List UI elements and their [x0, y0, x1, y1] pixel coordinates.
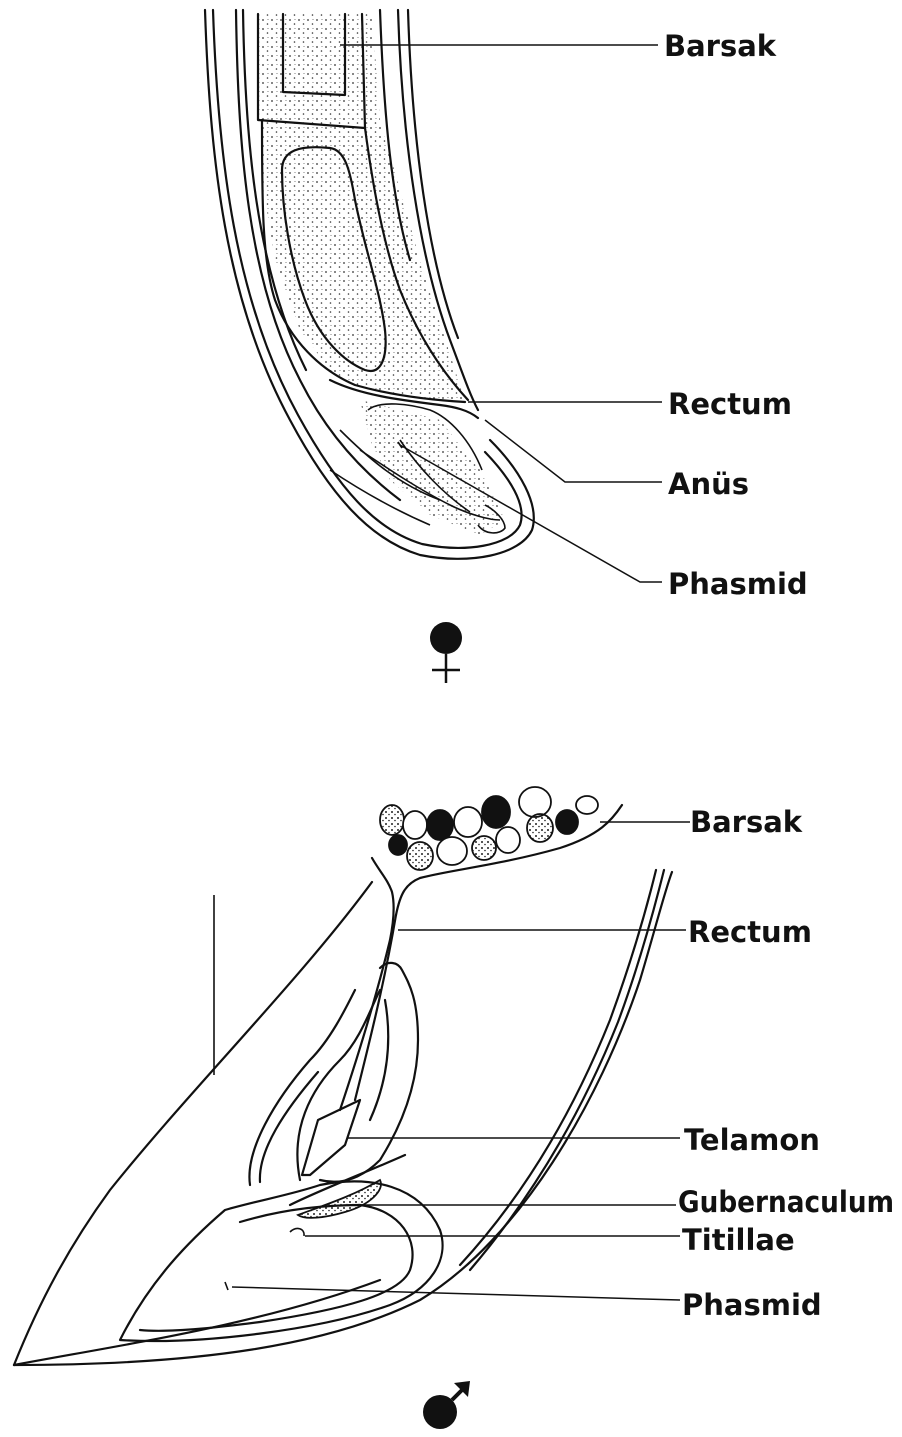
- female-label-rectum: Rectum: [668, 387, 792, 421]
- male-leader-phasmid: [232, 1287, 680, 1300]
- female-leader-anus: [485, 420, 662, 482]
- male-label-titillae: Titillae: [682, 1223, 795, 1257]
- female-label-phasmid: Phasmid: [668, 567, 808, 601]
- female-tail-drawing: Barsak Rectum Anüs Phasmid: [205, 10, 808, 683]
- female-label-barsak: Barsak: [664, 29, 777, 63]
- male-label-phasmid: Phasmid: [682, 1288, 822, 1322]
- male-titillae-shape: [290, 1229, 304, 1236]
- male-body-dorsal-outer: [14, 882, 372, 1365]
- male-gubernaculum-body: [298, 1180, 381, 1218]
- male-label-rectum: Rectum: [688, 915, 812, 949]
- male-tail-drawing: Barsak Rectum Telamon Gubernaculum Titil…: [14, 787, 894, 1429]
- female-symbol-icon: [430, 622, 462, 683]
- female-label-anus: Anüs: [668, 467, 749, 501]
- male-spicule-right: [320, 963, 418, 1182]
- male-body-wall-left-2: [260, 1072, 318, 1182]
- male-symbol-icon: [423, 1381, 470, 1429]
- male-phasmid-mark: [225, 1282, 228, 1290]
- male-intestine-outline-left: [372, 858, 394, 940]
- male-spicule-inner: [370, 1000, 388, 1120]
- male-intestine-granules: [380, 787, 598, 870]
- male-label-gubernaculum: Gubernaculum: [678, 1185, 894, 1219]
- male-label-barsak: Barsak: [690, 805, 803, 839]
- male-label-telamon: Telamon: [684, 1123, 820, 1157]
- male-body-wall-left: [249, 990, 355, 1185]
- female-stipple: [258, 12, 465, 402]
